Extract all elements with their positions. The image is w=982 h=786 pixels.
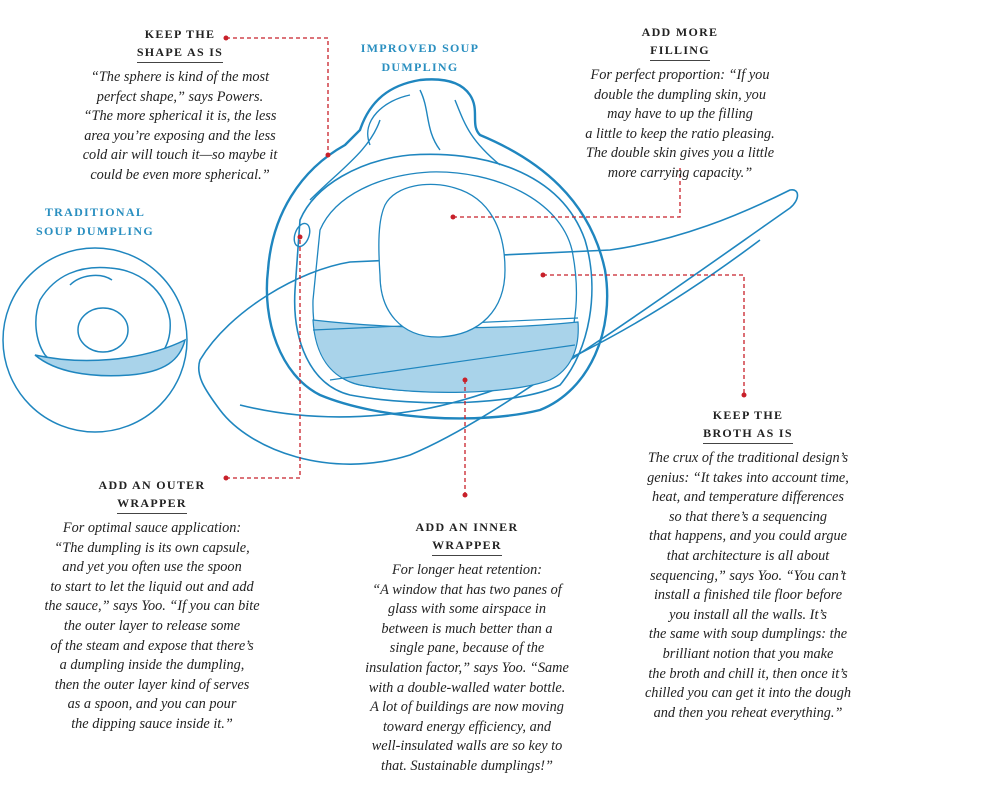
callout-body-line: may have to up the filling <box>607 106 753 123</box>
callout-body-line: you install all the walls. It’s <box>669 606 827 623</box>
callout-body-line: toward energy efficiency, and <box>382 718 552 735</box>
label-line: DUMPLING <box>381 60 459 74</box>
callout-body-line: well-insulated walls are so key to <box>371 738 563 755</box>
callout-heading: ADD MORE <box>641 25 719 39</box>
improved-dumpling-label: IMPROVED SOUP DUMPLING <box>350 39 490 77</box>
callout-body-line: as a spoon, and you can pour <box>67 696 237 713</box>
callout-body-line: the broth and chill it, then once it’s <box>648 665 848 682</box>
callout-body-line: of the steam and expose that there’s <box>50 637 254 654</box>
callout-body-line: “The sphere is kind of the most <box>90 69 270 85</box>
callout-body-line: “The dumpling is its own capsule, <box>54 539 250 556</box>
callout-body-line: single pane, because of the <box>389 640 545 657</box>
callout-body-line: between is much better than a <box>381 620 553 637</box>
traditional-dumpling-label: TRADITIONAL SOUP DUMPLING <box>30 203 160 241</box>
callout-heading: BROTH AS IS <box>703 424 793 444</box>
callout-body-line: brilliant notion that you make <box>662 645 834 662</box>
callout-body-line: that architecture is all about <box>666 547 830 564</box>
callout-body: For longer heat retention: “A window that… <box>327 561 607 777</box>
callout-body-line: “A window that has two panes of <box>372 581 562 598</box>
callout-body-line: more carrying capacity.” <box>607 164 753 181</box>
callout-body-line: heat, and temperature differences <box>652 489 844 506</box>
callout-body-line: the dipping sauce inside it.” <box>71 715 233 732</box>
callout-body-line: with a double-walled water bottle. <box>368 679 566 696</box>
callout-keep-shape: KEEP THE SHAPE AS IS “The sphere is kind … <box>40 25 320 186</box>
callout-body-line: For perfect proportion: “If you <box>590 67 770 83</box>
callout-body-line: so that there’s a sequencing <box>668 508 828 525</box>
callout-body: “The sphere is kind of the most perfect s… <box>40 68 320 186</box>
callout-heading: SHAPE AS IS <box>136 43 224 63</box>
callout-body-line: then the outer layer kind of serves <box>54 676 250 693</box>
callout-body-line: area you’re exposing and the less <box>84 127 276 144</box>
callout-outer-wrapper: ADD AN OUTER WRAPPER For optimal sauce ap… <box>2 476 302 735</box>
callout-body-line: For optimal sauce application: <box>62 520 242 536</box>
callout-inner-wrapper: ADD AN INNER WRAPPER For longer heat rete… <box>327 518 607 777</box>
callout-body-line: perfect shape,” says Powers. <box>96 88 264 105</box>
callout-body-line: the outer layer to release some <box>63 617 241 634</box>
callout-keep-broth: KEEP THE BROTH AS IS The crux of the trad… <box>600 406 896 723</box>
improved-dumpling-drawing <box>265 78 609 420</box>
callout-body-line: The crux of the traditional design’s <box>647 450 849 466</box>
callout-heading: WRAPPER <box>432 536 502 556</box>
callout-heading: WRAPPER <box>117 494 187 514</box>
callout-body-line: a little to keep the ratio pleasing. <box>585 125 775 142</box>
callout-body-line: and yet you often use the spoon <box>62 559 242 576</box>
leader-dots <box>223 35 747 498</box>
callout-body-line: the sauce,” says Yoo. “If you can bite <box>44 598 260 615</box>
label-line: IMPROVED SOUP <box>360 41 480 55</box>
callout-body-line: that. Sustainable dumplings!” <box>381 757 553 774</box>
callout-leaders <box>226 37 745 495</box>
callout-body-line: could be even more spherical.” <box>90 166 270 183</box>
callout-body-line: the same with soup dumplings: the <box>648 626 848 643</box>
callout-add-filling: ADD MORE FILLING For perfect proportion: … <box>540 23 820 184</box>
callout-body-line: A lot of buildings are now moving <box>370 699 564 716</box>
callout-body-line: insulation factor,” says Yoo. “Same <box>365 659 569 676</box>
callout-body: For optimal sauce application: “The dumpl… <box>2 519 302 735</box>
label-line: TRADITIONAL <box>44 205 146 219</box>
callout-body-line: a dumpling inside the dumpling, <box>59 657 245 674</box>
callout-body: For perfect proportion: “If you double th… <box>540 66 820 184</box>
callout-body-line: “The more spherical it is, the less <box>83 108 277 125</box>
callout-body-line: genius: “It takes into account time, <box>647 469 849 486</box>
callout-body-line: to start to let the liquid out and add <box>50 578 254 595</box>
callout-heading: KEEP THE <box>712 408 784 422</box>
callout-body-line: For longer heat retention: <box>392 562 542 578</box>
callout-body-line: double the dumpling skin, you <box>594 86 766 103</box>
callout-body-line: install a finished tile floor before <box>653 587 843 604</box>
callout-heading: ADD AN OUTER <box>98 478 206 492</box>
callout-heading: KEEP THE <box>144 27 216 41</box>
callout-body-line: sequencing,” says Yoo. “You can’t <box>650 567 846 584</box>
callout-heading: ADD AN INNER <box>415 520 519 534</box>
callout-body: The crux of the traditional design’s geni… <box>600 449 896 723</box>
traditional-dumpling-drawing <box>2 247 188 433</box>
callout-body-line: cold air will touch it—so maybe it <box>82 147 278 164</box>
label-line: SOUP DUMPLING <box>36 224 154 238</box>
callout-body-line: that happens, and you could argue <box>648 528 847 545</box>
callout-body-line: chilled you can get it into the dough <box>644 685 852 702</box>
callout-body-line: The double skin gives you a little <box>585 145 775 162</box>
callout-body-line: and then you reheat everything.” <box>653 704 843 721</box>
callout-body-line: glass with some airspace in <box>387 601 547 618</box>
callout-heading: FILLING <box>650 41 710 61</box>
